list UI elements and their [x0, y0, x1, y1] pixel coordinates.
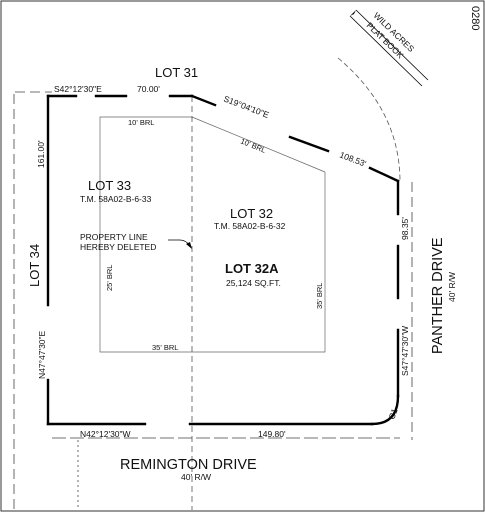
curve-label: C1: [386, 407, 399, 421]
note-arrowhead: [186, 242, 192, 249]
lot-boundary: [46, 94, 400, 426]
lot-32a-area: 25,124 SQ.FT.: [226, 278, 281, 288]
bearing-east: S47°47'30"W: [400, 326, 410, 376]
lot-32a-label: LOT 32A: [225, 261, 279, 276]
sheet-number: 0280: [469, 6, 481, 30]
panther-drive-label: PANTHER DRIVE: [430, 237, 446, 354]
remington-drive-label: REMINGTON DRIVE: [120, 457, 257, 473]
lot-32-taxmap: T.M. 58A02-B-6-32: [214, 221, 286, 231]
lot-31-label: LOT 31: [155, 65, 198, 80]
deleted-line-note-1: PROPERTY LINE: [80, 232, 148, 242]
setback-top-lot33: 10' BRL: [128, 118, 154, 127]
lot-34-label: LOT 34: [27, 244, 42, 287]
setback-top-lot32: 10' BRL: [239, 137, 267, 155]
setback-lines: [99, 116, 326, 353]
note-leader: [168, 239, 191, 247]
setback-bottom: 35' BRL: [152, 343, 178, 352]
distance-east: 98.35': [400, 217, 410, 240]
panther-drive-curve: [337, 57, 401, 183]
distance-south: 149.80': [258, 429, 286, 439]
setback-right: 35' BRL: [315, 283, 324, 309]
distance-west: 161.00': [36, 140, 46, 168]
bearing-south: N42°12'30"W: [80, 429, 131, 439]
bearing-north-left: S42°12'30"E: [54, 84, 102, 94]
bearing-north-right: S19°04'10"E: [222, 94, 270, 121]
setback-left: 25' BRL: [105, 265, 114, 291]
lot-33-label: LOT 33: [88, 178, 131, 193]
lot-33-taxmap: T.M. 58A02-B-6-33: [80, 194, 152, 204]
distance-north-left: 70.00': [137, 84, 160, 94]
lot-32-label: LOT 32: [230, 206, 273, 221]
plat-book-reference: WILD ACRES PLAT BOOK: [349, 9, 429, 87]
bearing-west: N47°47'30"E: [37, 330, 47, 379]
distance-north-right: 108.53': [338, 150, 368, 169]
panther-drive-row: 40' R/W: [447, 272, 457, 302]
deleted-line-note-2: HEREBY DELETED: [80, 242, 156, 252]
remington-drive-row: 40' R/W: [181, 472, 211, 482]
street-lines: [13, 91, 413, 510]
